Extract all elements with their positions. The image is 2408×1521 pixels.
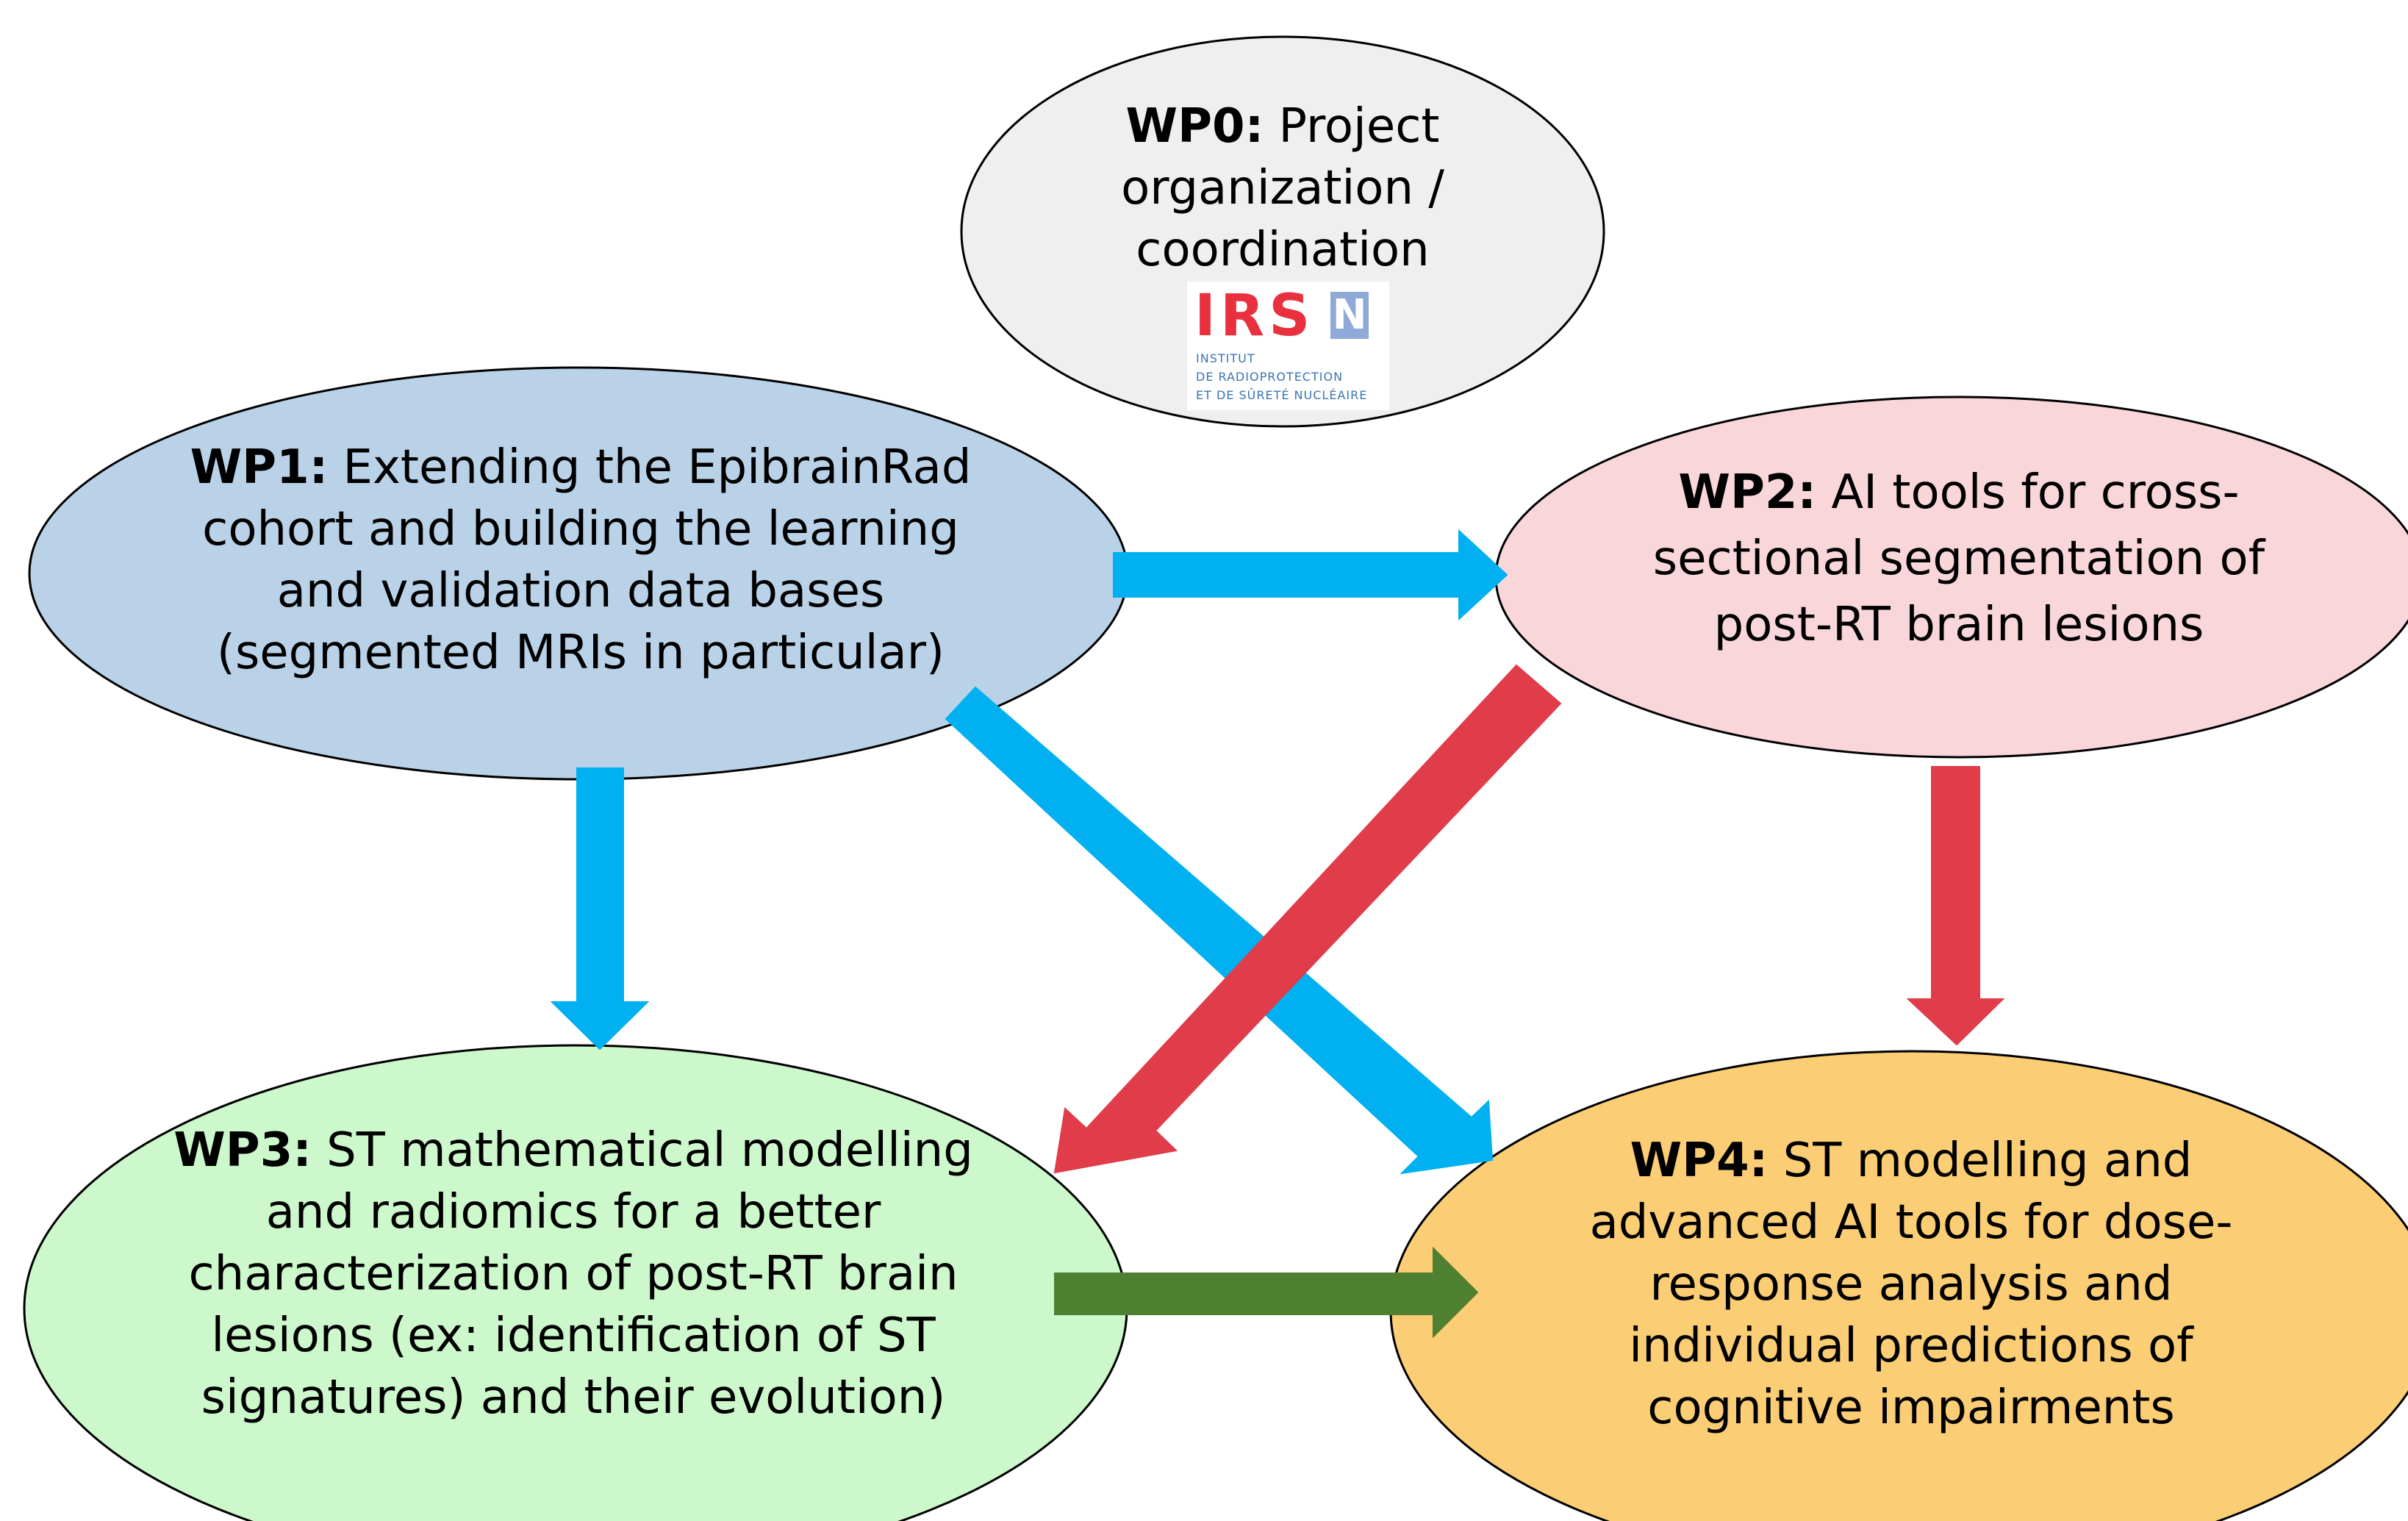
wp1-text: WP1: Extending the EpibrainRad cohort an… [180, 437, 981, 684]
wp3-line: characterization of post-RT brain [188, 1247, 958, 1301]
wp2-line: WP2: AI tools for cross- [1678, 465, 2240, 520]
arrow-wp2-to-wp3 [1053, 664, 1562, 1174]
irsn-logo-mark: IRS [1194, 283, 1315, 349]
arrow-wp3-to-wp4 [1054, 1246, 1479, 1339]
wp1-line: WP1: Extending the EpibrainRad [190, 440, 972, 495]
irsn-logo-subtitle: INSTITUT DE RADIOPROTECTION ET DE SÛRETÉ… [1196, 351, 1368, 402]
wp4-line: advanced AI tools for dose- [1589, 1195, 2233, 1250]
wp1-line: cohort and building the learning [202, 502, 959, 556]
wp1-line: (segmented MRIs in particular) [216, 626, 945, 680]
arrow-wp2-to-wp4 [1906, 766, 2005, 1046]
wp4-line: WP4: ST modelling and [1630, 1134, 2193, 1188]
wp4-text: WP4: ST modelling and advanced AI tools … [1529, 1130, 2293, 1439]
arrow-wp1-to-wp3 [550, 767, 650, 1051]
wp2-text: WP2: AI tools for cross- sectional segme… [1577, 459, 2341, 658]
wp0-line: coordination [1136, 223, 1430, 277]
wp3-label: WP3: [173, 1123, 312, 1178]
wp3-line: lesions (ex: identification of ST [211, 1309, 936, 1363]
arrow-wp1-to-wp2 [1113, 529, 1508, 621]
wp0-line: organization / [1121, 161, 1444, 215]
wp0-ellipse [960, 35, 1605, 428]
wp2-line: post-RT brain lesions [1713, 598, 2204, 652]
wp0-line: WP0: Project [1125, 99, 1440, 154]
wp0-label: WP0: [1125, 99, 1264, 154]
wp3-line: and radiomics for a better [265, 1185, 881, 1239]
wp4-line: response analysis and [1649, 1257, 2173, 1311]
arrow-wp1-to-wp4 [945, 686, 1494, 1175]
irsn-logo-n: N [1330, 292, 1369, 339]
wp2-line: sectional segmentation of [1652, 532, 2265, 586]
wp3-line: signatures) and their evolution) [201, 1370, 946, 1425]
wp1-label: WP1: [190, 440, 329, 495]
wp3-text: WP3: ST mathematical modelling and radio… [143, 1120, 1003, 1428]
wp2-label: WP2: [1678, 465, 1817, 520]
wp1-line: and validation data bases [276, 564, 885, 618]
wp4-line: cognitive impairments [1647, 1381, 2175, 1435]
wp3-line: WP3: ST mathematical modelling [173, 1123, 973, 1178]
wp4-label: WP4: [1630, 1134, 1769, 1188]
wp0-text: WP0: Project organization / coordination [1062, 96, 1503, 281]
irsn-logo: IRS N INSTITUT DE RADIOPROTECTION ET DE … [1187, 282, 1389, 410]
wp4-line: individual predictions of [1629, 1319, 2193, 1373]
